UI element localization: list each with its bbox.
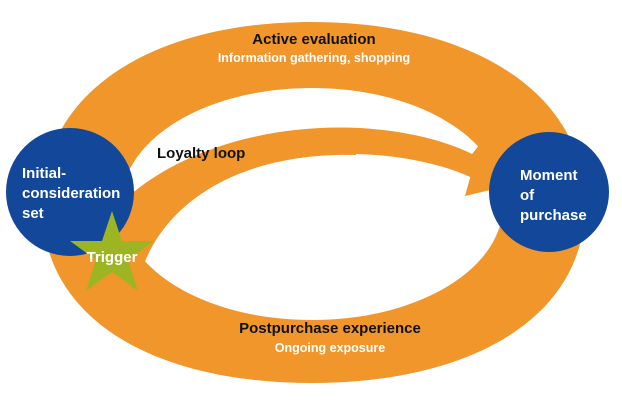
active-evaluation-title: Active evaluation <box>252 31 375 48</box>
loop-crossing-edge <box>355 154 471 179</box>
postpurchase-experience-subtitle: Ongoing exposure <box>275 341 385 355</box>
initial-consideration-node <box>6 128 134 256</box>
initial-consideration-label: Initial- consideration set <box>22 165 125 222</box>
moment-of-purchase-node <box>489 132 609 252</box>
active-evaluation-subtitle: Information gathering, shopping <box>218 51 410 65</box>
loyalty-loop-band <box>80 127 515 275</box>
loyalty-loop-title: Loyalty loop <box>157 145 245 162</box>
star-icon <box>70 211 154 291</box>
trigger-label: Trigger <box>87 249 138 266</box>
postpurchase-experience-title: Postpurchase experience <box>239 320 421 337</box>
moment-of-purchase-label: Moment of purchase <box>520 167 587 224</box>
outer-journey-band <box>42 22 585 383</box>
